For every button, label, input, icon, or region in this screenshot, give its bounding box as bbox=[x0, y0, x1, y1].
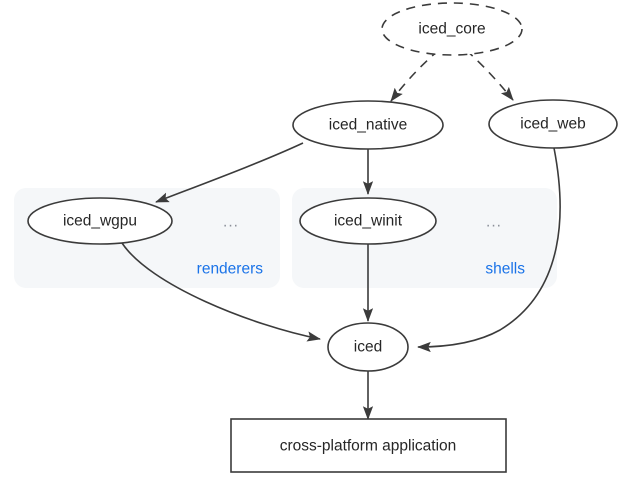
iced-wgpu-label: iced_wgpu bbox=[63, 213, 137, 230]
edge-native-to-wgpu bbox=[155, 142, 304, 203]
iced-native-label: iced_native bbox=[329, 117, 407, 134]
iced-label: iced bbox=[354, 339, 382, 356]
application-rect bbox=[230, 418, 507, 473]
iced-ellipse bbox=[327, 322, 409, 372]
edge-core-to-web bbox=[465, 49, 514, 101]
iced-winit-label: iced_winit bbox=[334, 213, 403, 230]
edge-wgpu-to-iced bbox=[121, 242, 321, 342]
shells-ellipsis: ... bbox=[486, 214, 502, 231]
iced-winit-ellipse bbox=[299, 197, 437, 245]
iced-native-ellipse bbox=[292, 100, 444, 150]
node-iced-web[interactable]: iced_web bbox=[488, 99, 618, 149]
group-label-shells: shells bbox=[485, 261, 525, 278]
application-label: cross-platform application bbox=[280, 438, 457, 455]
iced-wgpu-ellipse bbox=[27, 197, 173, 245]
edge-web-to-iced bbox=[417, 147, 561, 353]
node-iced-core[interactable]: iced_core bbox=[381, 2, 523, 56]
iced-core-ellipse bbox=[381, 2, 523, 56]
iced-web-ellipse bbox=[488, 99, 618, 149]
node-iced-winit[interactable]: iced_winit bbox=[299, 197, 437, 245]
node-iced[interactable]: iced bbox=[327, 322, 409, 372]
group-label-renderers: renderers bbox=[197, 261, 264, 278]
edge-core-to-native bbox=[390, 49, 440, 102]
node-iced-wgpu[interactable]: iced_wgpu bbox=[27, 197, 173, 245]
node-iced-native[interactable]: iced_native bbox=[292, 100, 444, 150]
iced-web-label: iced_web bbox=[520, 116, 586, 133]
iced-core-label: iced_core bbox=[418, 21, 485, 38]
node-cross-platform-application[interactable]: cross-platform application bbox=[230, 418, 507, 473]
renderers-ellipsis: ... bbox=[223, 214, 239, 231]
